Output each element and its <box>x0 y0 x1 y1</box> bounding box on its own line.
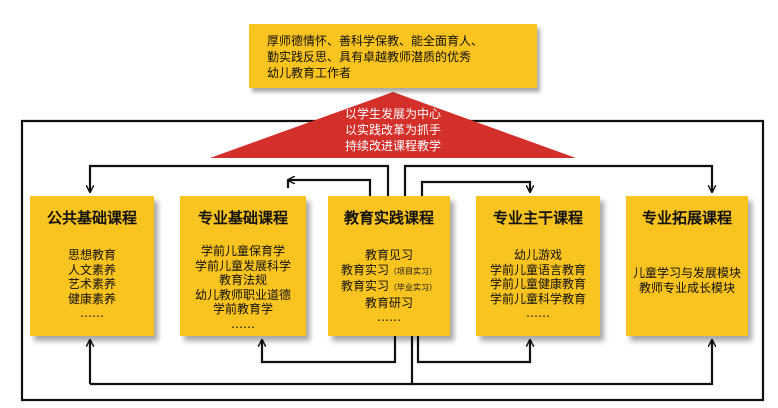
module-item: 学前儿童健康教育 <box>489 277 586 291</box>
module-title: 教育实践课程 <box>343 209 434 227</box>
module-item: 儿童学习与发展模块 <box>632 266 741 280</box>
module-item: 教育见习 <box>364 248 413 262</box>
module-item: 思想教育 <box>67 248 116 262</box>
module-item: 学前儿童语言教育 <box>489 262 586 277</box>
module-item: 教育法规 <box>218 273 267 287</box>
arrow-practice-to-public <box>90 164 390 196</box>
module-professional-core: 专业主干课程 幼儿游戏 学前儿童语言教育 学前儿童健康教育 学前儿童科学教育 …… <box>476 196 600 336</box>
module-item: 教育研习 <box>364 295 413 310</box>
arrow-practice-to-extension <box>403 164 712 196</box>
module-education-practice: 教育实践课程 教育见习 教育实习（项目实习） 教育实习（毕业实习） 教育研习 …… <box>328 196 450 336</box>
module-item: 艺术素养 <box>67 277 116 291</box>
module-item-note: （项目实习） <box>389 266 437 276</box>
training-goal-box: 厚师德情怀、善科学保教、能全面育人、 勤实践反思、具有卓越教师潜质的优秀 幼儿教… <box>249 24 537 88</box>
module-item: 幼儿游戏 <box>513 248 562 262</box>
module-item: 人文素养 <box>67 262 116 277</box>
arrow-practice-to-core-top <box>420 180 530 196</box>
roof-line-3: 持续改进课程教学 <box>344 139 441 153</box>
arrow-bottom-to-extension <box>410 336 712 386</box>
module-items: 学前儿童保育学 学前儿童发展科学 教育法规 幼儿教师职业道德 学前教育学 …… <box>180 244 306 331</box>
module-item: 学前儿童科学教育 <box>489 291 586 306</box>
module-item: …… <box>80 306 104 320</box>
goal-line-1: 厚师德情怀、善科学保教、能全面育人、 <box>267 34 484 48</box>
module-title: 公共基础课程 <box>46 209 137 227</box>
roof-triangle <box>210 92 576 158</box>
roof-line-1: 以学生发展为中心 <box>344 107 441 121</box>
module-items: 幼儿游戏 学前儿童语言教育 学前儿童健康教育 学前儿童科学教育 …… <box>476 248 600 321</box>
module-title: 专业基础课程 <box>197 209 288 227</box>
roof-line-2: 以实践改革为抓手 <box>344 123 441 137</box>
module-item: 学前儿童保育学 <box>200 244 285 258</box>
module-item: 教师专业成长模块 <box>638 280 735 295</box>
module-item: 学前儿童发展科学 <box>194 258 291 273</box>
module-item: 幼儿教师职业道德 <box>194 287 291 302</box>
arrow-practice-to-core-bottom <box>416 336 530 364</box>
module-item: …… <box>231 316 255 331</box>
module-item-note: （毕业实习） <box>389 283 437 292</box>
goal-line-3: 幼儿教育工作者 <box>267 66 352 80</box>
module-item: 教育实习（项目实习） <box>340 262 437 277</box>
module-items: 儿童学习与发展模块 教师专业成长模块 <box>626 266 748 295</box>
arrow-practice-to-foundation-top <box>288 180 372 196</box>
outer-frame <box>20 119 765 402</box>
module-item: …… <box>526 306 550 320</box>
module-title: 专业拓展课程 <box>641 209 732 227</box>
module-items: 教育见习 教育实习（项目实习） 教育实习（毕业实习） 教育研习 …… <box>328 248 450 325</box>
module-professional-extension: 专业拓展课程 儿童学习与发展模块 教师专业成长模块 <box>626 196 748 336</box>
arrow-practice-to-foundation-bottom <box>262 336 397 364</box>
module-title: 专业主干课程 <box>492 209 583 227</box>
module-professional-foundation: 专业基础课程 学前儿童保育学 学前儿童发展科学 教育法规 幼儿教师职业道德 学前… <box>180 196 306 336</box>
module-item: 教育实习（毕业实习） <box>340 279 437 293</box>
module-item: 学前教育学 <box>212 302 273 316</box>
module-item: 健康素养 <box>67 291 116 306</box>
goal-line-2: 勤实践反思、具有卓越教师潜质的优秀 <box>267 50 472 64</box>
module-items: 思想教育 人文素养 艺术素养 健康素养 …… <box>30 248 154 321</box>
module-item: …… <box>377 310 401 324</box>
module-public-foundation: 公共基础课程 思想教育 人文素养 艺术素养 健康素养 …… <box>30 196 154 336</box>
